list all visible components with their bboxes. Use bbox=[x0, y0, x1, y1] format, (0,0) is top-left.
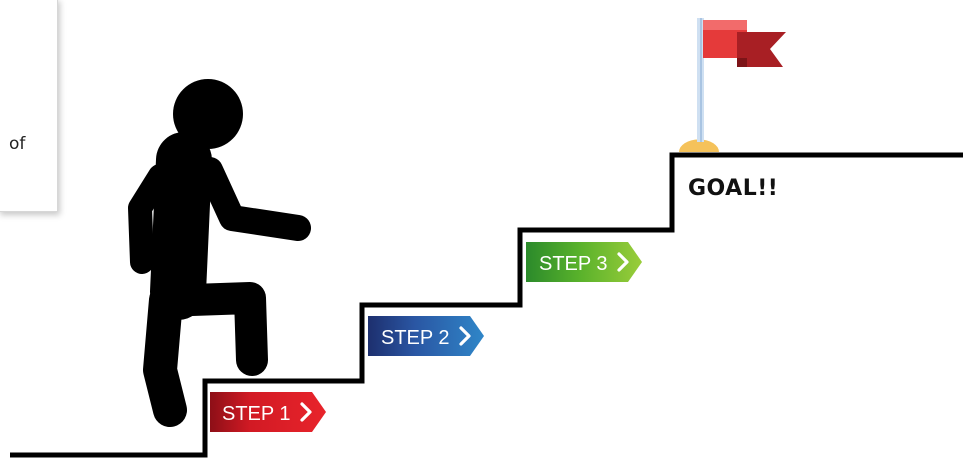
step-2-label: STEP 2 bbox=[381, 327, 450, 349]
step-banner-1: STEP 1 bbox=[210, 392, 326, 432]
walking-person-icon bbox=[140, 79, 298, 410]
step-banner-3: STEP 3 bbox=[526, 242, 642, 282]
flag-icon bbox=[679, 18, 786, 152]
step-banner-2: STEP 2 bbox=[368, 316, 484, 356]
step-1-label: STEP 1 bbox=[222, 403, 291, 425]
goal-label: GOAL!! bbox=[688, 176, 778, 201]
step-3-label: STEP 3 bbox=[539, 253, 608, 275]
